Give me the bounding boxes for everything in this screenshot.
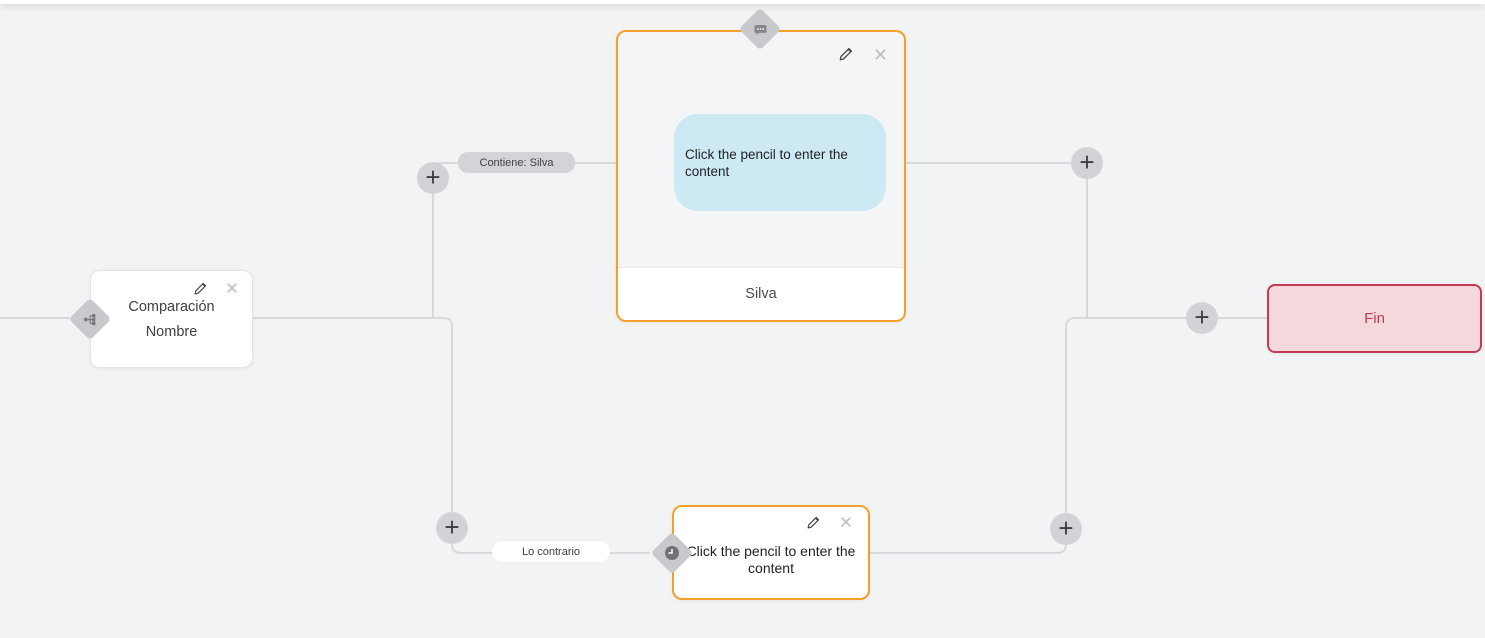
edge-message-to-join — [906, 162, 1088, 318]
clock-icon — [664, 545, 680, 561]
plus-icon: + — [425, 162, 441, 192]
message-placeholder-text: Click the pencil to enter the content — [685, 146, 848, 179]
edge-delay-to-end — [870, 317, 1267, 554]
message-node[interactable]: Click the pencil to enter the content Si… — [616, 7, 906, 322]
close-icon[interactable] — [872, 46, 888, 62]
plus-icon: + — [444, 512, 460, 542]
toolbar-bottom-edge — [0, 0, 1485, 4]
end-node-label: Fin — [1364, 310, 1385, 327]
add-node-button-top-branch[interactable]: + — [417, 162, 449, 194]
add-node-button-before-end[interactable]: + — [1186, 302, 1218, 334]
plus-icon: + — [1079, 147, 1095, 177]
chat-bubble-icon — [752, 21, 768, 37]
edge-label-otherwise[interactable]: Lo contrario — [492, 541, 610, 562]
edit-pencil-icon[interactable] — [805, 514, 821, 530]
node-type-badge — [68, 297, 112, 341]
plus-icon: + — [1058, 513, 1074, 543]
add-node-button-after-delay[interactable]: + — [1050, 513, 1082, 545]
node-type-badge — [650, 531, 694, 575]
branch-icon — [82, 311, 98, 327]
node-title: Comparación — [128, 299, 215, 315]
message-node-name: Silva — [618, 267, 904, 320]
edge-label-contains[interactable]: Contiene: Silva — [458, 152, 575, 173]
add-node-button-after-message[interactable]: + — [1071, 147, 1103, 179]
comparison-node[interactable]: Comparación Nombre — [68, 270, 253, 368]
node-type-badge — [738, 7, 782, 51]
delay-node[interactable]: Click the pencil to enter the content — [650, 505, 870, 600]
add-node-button-bottom-branch[interactable]: + — [436, 512, 468, 544]
node-subtitle: Nombre — [145, 324, 198, 340]
close-icon[interactable] — [838, 514, 854, 530]
edge-comparison-to-delay — [253, 317, 650, 554]
edit-pencil-icon[interactable] — [192, 280, 208, 296]
end-node[interactable]: Fin — [1267, 284, 1482, 353]
message-bubble: Click the pencil to enter the content — [674, 114, 886, 211]
delay-placeholder-text: Click the pencil to enter the content — [686, 543, 856, 576]
edit-pencil-icon[interactable] — [838, 46, 854, 62]
close-icon[interactable] — [224, 280, 240, 296]
plus-icon: + — [1194, 302, 1210, 332]
edge-comparison-to-message — [432, 162, 616, 318]
